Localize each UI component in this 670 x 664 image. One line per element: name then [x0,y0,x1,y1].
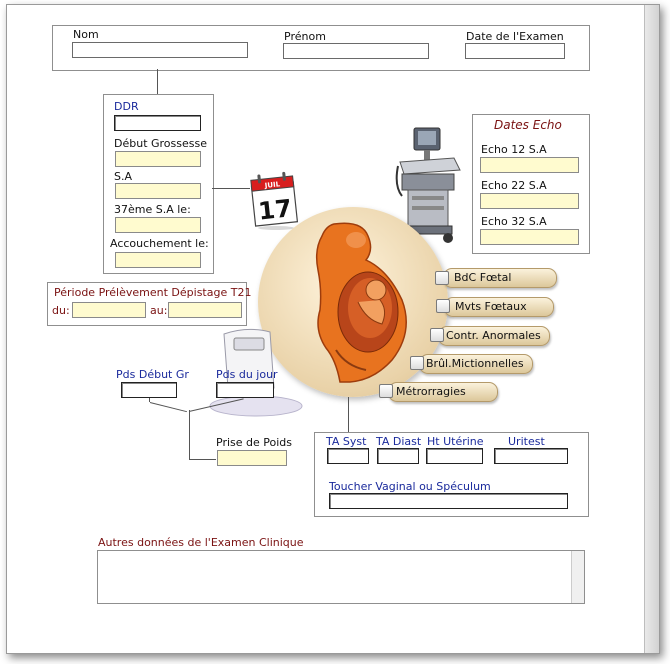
pregnancy-illustration [296,220,416,385]
dates-echo-title: Dates Echo [494,118,562,132]
ddr-label: DDR [114,100,139,113]
connector-line [212,188,250,189]
toucher-field[interactable] [329,493,568,509]
check-label: Contr. Anormales [446,329,541,342]
echo-22-field[interactable] [480,193,579,209]
check-contr-anormales[interactable]: Contr. Anormales [438,326,550,346]
ht-uterine-label: Ht Utérine [427,435,484,448]
37-sa-label: 37ème S.A le: [114,203,191,216]
t21-title: Période Prélèvement Dépistage T21 [54,286,252,299]
sa-field[interactable] [115,183,201,199]
connector-line [149,398,150,402]
nom-field[interactable] [72,42,248,58]
echo-32-label: Echo 32 S.A [481,215,547,228]
ht-uterine-field[interactable] [426,448,483,464]
accouchement-field[interactable] [115,252,201,268]
checkbox-metrorragies[interactable] [379,384,393,398]
textarea-scrollbar[interactable] [571,551,584,603]
ta-diast-label: TA Diast [376,435,422,448]
t21-du-field[interactable] [72,302,146,318]
t21-au-label: au: [150,304,168,317]
echo-12-label: Echo 12 S.A [481,143,547,156]
ddr-field[interactable] [114,115,201,131]
echo-32-field[interactable] [480,229,579,245]
calendar-day: 17 [257,194,293,225]
check-metrorragies[interactable]: Métrorragies [388,382,498,402]
ultrasound-machine-icon [394,126,466,248]
t21-au-field[interactable] [168,302,242,318]
check-bdc-foetal[interactable]: BdC Fœtal [443,268,557,288]
pds-jour-field[interactable] [216,382,274,398]
checkbox-mvts-foetaux[interactable] [436,299,450,313]
check-brul-mictionnelles[interactable]: Brûl.Mictionnelles [419,354,533,374]
echo-12-field[interactable] [480,157,579,173]
connector-line [157,69,158,94]
calendar-month: JUIL [263,180,281,190]
pds-debut-field[interactable] [121,382,177,398]
check-label: Mvts Fœtaux [455,300,527,313]
date-examen-label: Date de l'Examen [466,30,564,43]
check-mvts-foetaux[interactable]: Mvts Fœtaux [444,297,554,317]
check-label: Brûl.Mictionnelles [426,357,524,370]
checkbox-brul-mictionnelles[interactable] [410,356,424,370]
check-label: Métrorragies [396,385,466,398]
checkbox-bdc-foetal[interactable] [435,271,449,285]
ta-syst-field[interactable] [327,448,369,464]
pds-debut-label: Pds Début Gr [116,368,189,381]
nom-label: Nom [73,28,99,41]
accouchement-label: Accouchement le: [110,237,209,250]
check-label: BdC Fœtal [454,271,512,284]
prenom-field[interactable] [283,43,429,59]
toucher-label: Toucher Vaginal ou Spéculum [329,480,491,493]
calendar-icon: JUIL 17 [248,170,300,230]
prise-poids-field[interactable] [217,450,287,466]
ta-syst-label: TA Syst [326,435,367,448]
autres-label: Autres données de l'Examen Clinique [98,536,304,549]
37-sa-field[interactable] [115,217,201,233]
date-examen-field[interactable] [465,43,565,59]
uritest-field[interactable] [494,448,568,464]
connector-line [189,410,190,459]
checkbox-contr-anormales[interactable] [430,328,444,342]
connector-line [348,397,349,432]
autres-textarea[interactable] [97,550,585,604]
pds-jour-label: Pds du jour [216,368,278,381]
t21-du-label: du: [52,304,70,317]
prenom-label: Prénom [284,30,326,43]
uritest-label: Uritest [508,435,545,448]
debut-grossesse-field[interactable] [115,151,201,167]
ta-diast-field[interactable] [377,448,419,464]
debut-grossesse-label: Début Grossesse [114,137,207,150]
connector-line [189,459,216,460]
sa-label: S.A [114,170,133,183]
prise-poids-label: Prise de Poids [216,436,293,449]
vertical-scrollbar[interactable] [644,5,659,653]
echo-22-label: Echo 22 S.A [481,179,547,192]
